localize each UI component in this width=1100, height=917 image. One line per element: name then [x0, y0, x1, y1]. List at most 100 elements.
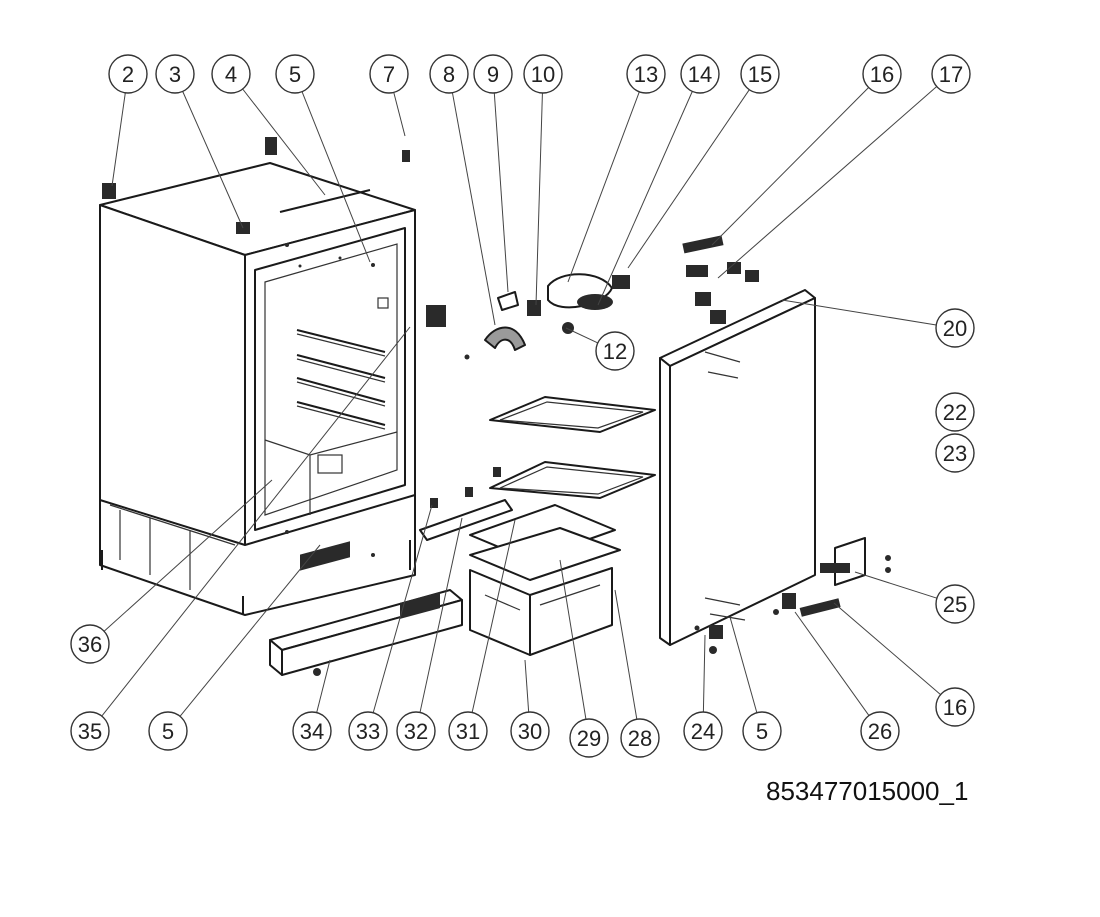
leader-line-16 [711, 87, 869, 246]
callout-circle [935, 308, 975, 348]
callout-circle [523, 54, 563, 94]
callout-circle [595, 331, 635, 371]
leader-line-5 [301, 91, 371, 263]
callout-number: 5 [289, 62, 301, 87]
callout-circle [70, 711, 110, 751]
callout-3: 3 [155, 54, 195, 94]
leader-line-29 [559, 559, 587, 720]
callout-number: 10 [531, 62, 555, 87]
leader-line-4 [242, 88, 326, 196]
callout-number: 31 [456, 719, 480, 744]
leader-line-26 [794, 611, 870, 716]
callout-16: 16 [862, 54, 902, 94]
cabinet-drawing [99, 137, 446, 616]
callout-number: 12 [603, 339, 627, 364]
callout-23: 23 [935, 433, 975, 473]
callout-circle [862, 54, 902, 94]
callout-9: 9 [473, 54, 513, 94]
leader-line-36 [103, 479, 273, 632]
callout-circle [569, 718, 609, 758]
leader-line-20 [781, 299, 937, 326]
drawing-code: 853477015000_1 [766, 776, 969, 806]
callout-24: 24 [683, 711, 723, 751]
leader-line-3 [182, 91, 244, 229]
callout-15: 15 [740, 54, 780, 94]
leader-line-10 [535, 92, 543, 306]
leader-line-33 [372, 504, 433, 713]
callout-26: 26 [860, 711, 900, 751]
callout-16: 16 [935, 687, 975, 727]
callout-14: 14 [680, 54, 720, 94]
callout-circle [369, 54, 409, 94]
callout-35: 35 [70, 711, 110, 751]
leader-line-13 [567, 91, 640, 283]
callout-circle [148, 711, 188, 751]
callout-36: 36 [70, 624, 110, 664]
callout-circle [108, 54, 148, 94]
callout-number: 5 [162, 719, 174, 744]
callout-number: 26 [868, 719, 892, 744]
crisper-box [469, 504, 621, 656]
callout-32: 32 [396, 711, 436, 751]
callout-number: 17 [939, 62, 963, 87]
callout-circle [211, 54, 251, 94]
door-drawing [659, 235, 891, 654]
leader-line-17 [717, 86, 938, 279]
leader-line-5 [179, 544, 321, 717]
callout-5: 5 [148, 711, 188, 751]
callout-22: 22 [935, 392, 975, 432]
callout-number: 15 [748, 62, 772, 87]
leader-line-5 [729, 616, 758, 713]
leader-line-30 [524, 659, 530, 713]
callout-number: 36 [78, 632, 102, 657]
leader-line-32 [419, 517, 463, 713]
callout-circle [935, 584, 975, 624]
callout-number: 35 [78, 719, 102, 744]
callout-29: 29 [569, 718, 609, 758]
leader-line-14 [597, 91, 693, 306]
leader-line-16 [833, 602, 941, 695]
callout-circle [473, 54, 513, 94]
callout-number: 16 [943, 695, 967, 720]
callout-circle [396, 711, 436, 751]
callout-circle [935, 433, 975, 473]
shelves [419, 396, 656, 541]
callout-34: 34 [292, 711, 332, 751]
callout-30: 30 [510, 711, 550, 751]
callout-7: 7 [369, 54, 409, 94]
callout-circle [70, 624, 110, 664]
callout-number: 7 [383, 62, 395, 87]
callout-33: 33 [348, 711, 388, 751]
callout-number: 29 [577, 726, 601, 751]
leader-lines [101, 86, 941, 720]
leader-line-7 [393, 92, 406, 137]
callout-number: 22 [943, 400, 967, 425]
callout-circle [275, 54, 315, 94]
leader-line-12 [565, 327, 599, 344]
callout-10: 10 [523, 54, 563, 94]
callout-28: 28 [620, 718, 660, 758]
callout-number: 9 [487, 62, 499, 87]
leader-line-8 [451, 92, 496, 326]
leader-line-25 [854, 571, 938, 599]
callout-circle [680, 54, 720, 94]
callout-25: 25 [935, 584, 975, 624]
callout-circle [155, 54, 195, 94]
callout-20: 20 [935, 308, 975, 348]
callout-2: 2 [108, 54, 148, 94]
leader-line-2 [111, 92, 126, 187]
callout-number: 16 [870, 62, 894, 87]
callout-number: 3 [169, 62, 181, 87]
callout-circle [348, 711, 388, 751]
callout-number: 24 [691, 719, 715, 744]
callout-circle [620, 718, 660, 758]
plinth-grille [269, 467, 501, 676]
callout-circle [683, 711, 723, 751]
callout-number: 8 [443, 62, 455, 87]
callout-8: 8 [429, 54, 469, 94]
callout-5: 5 [742, 711, 782, 751]
callout-circle [510, 711, 550, 751]
callout-number: 32 [404, 719, 428, 744]
